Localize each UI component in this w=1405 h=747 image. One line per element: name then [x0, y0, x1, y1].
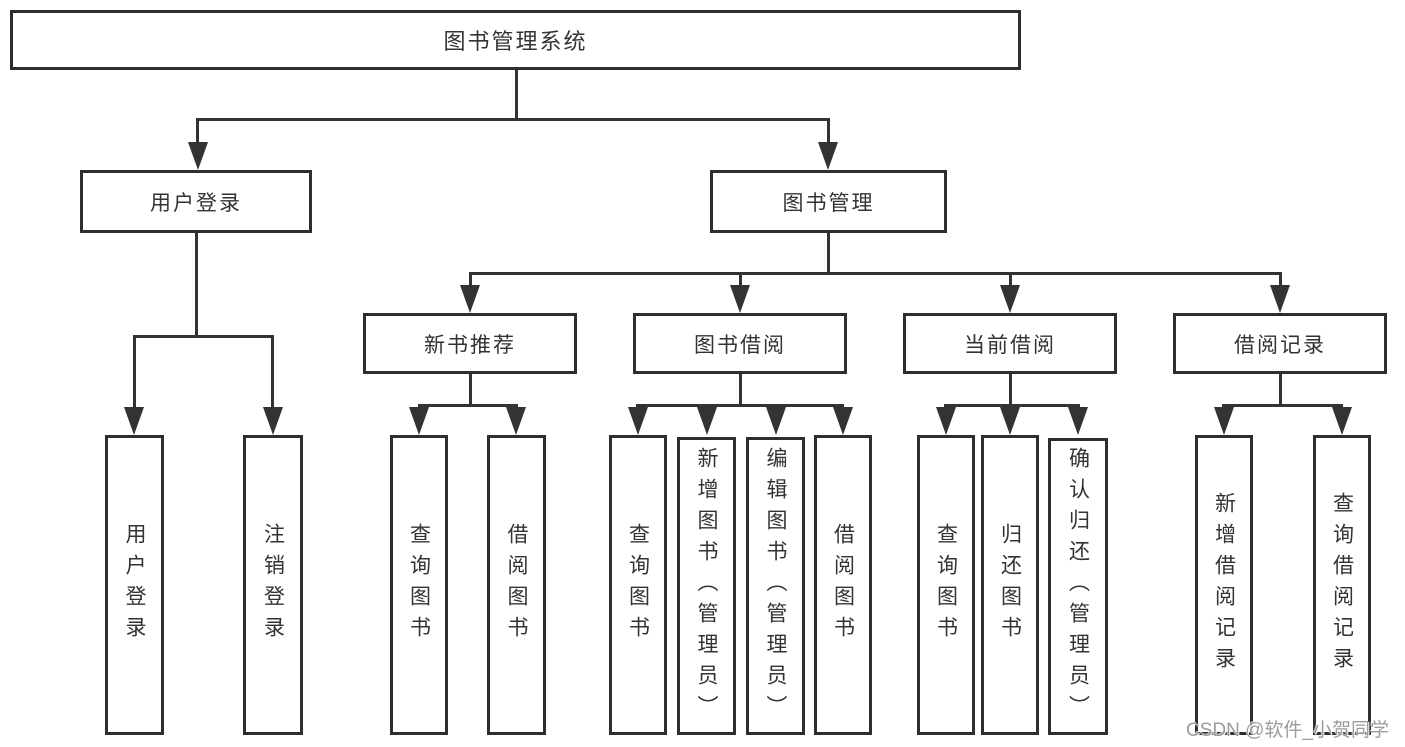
leaf-query-borrow-record-label: 查询借阅记录 — [1330, 492, 1354, 678]
leaf-logout-label: 注销登录 — [261, 523, 285, 647]
arrow-down-icon — [1270, 285, 1290, 313]
leaf-return-books-label: 归还图书 — [998, 523, 1022, 647]
connector-line — [1222, 404, 1343, 407]
leaf-query-books-current-label: 查询图书 — [934, 523, 958, 647]
connector-line — [739, 374, 742, 406]
connector-line — [133, 335, 274, 338]
node-book-management-label: 图书管理 — [782, 191, 875, 215]
leaf-borrow-books-recommend-label: 借阅图书 — [505, 523, 528, 647]
leaf-confirm-return-admin-label: 确认归还（管理员） — [1066, 447, 1090, 726]
connector-line — [636, 404, 844, 407]
connector-line — [196, 118, 830, 121]
node-user-login-label: 用户登录 — [150, 191, 242, 215]
leaf-query-books-borrow: 查询图书 — [609, 435, 667, 735]
connector-line — [196, 119, 199, 146]
connector-line — [1279, 374, 1282, 406]
arrow-down-icon — [124, 407, 144, 435]
leaf-add-books-admin-label: 新增图书（管理员） — [695, 446, 718, 726]
node-borrowing-records-label: 借阅记录 — [1234, 333, 1326, 357]
node-user-login: 用户登录 — [80, 170, 312, 233]
node-new-book-recommend-label: 新书推荐 — [424, 333, 516, 357]
connector-line — [271, 336, 274, 410]
leaf-query-borrow-record: 查询借阅记录 — [1313, 435, 1371, 735]
leaf-query-books-current: 查询图书 — [917, 435, 975, 735]
connector-line — [827, 119, 830, 146]
arrow-down-icon — [263, 407, 283, 435]
arrow-down-icon — [1068, 407, 1088, 435]
node-book-borrowing-label: 图书借阅 — [694, 333, 786, 357]
leaf-query-books-recommend: 查询图书 — [390, 435, 448, 735]
connector-line — [1279, 273, 1282, 289]
connector-line — [1009, 273, 1012, 289]
arrow-down-icon — [1214, 407, 1234, 435]
node-new-book-recommend: 新书推荐 — [363, 313, 577, 374]
node-borrowing-records: 借阅记录 — [1173, 313, 1387, 374]
connector-line — [418, 404, 518, 407]
arrow-down-icon — [1332, 407, 1352, 435]
node-root: 图书管理系统 — [10, 10, 1021, 70]
arrow-down-icon — [506, 407, 526, 435]
arrow-down-icon — [1000, 407, 1020, 435]
node-current-borrowing: 当前借阅 — [903, 313, 1117, 374]
arrow-down-icon — [697, 407, 717, 435]
node-root-label: 图书管理系统 — [443, 29, 588, 54]
arrow-down-icon — [188, 142, 208, 170]
arrow-down-icon — [936, 407, 956, 435]
connector-line — [515, 70, 518, 120]
connector-line — [469, 273, 472, 289]
node-book-borrowing: 图书借阅 — [633, 313, 847, 374]
leaf-user-login: 用户登录 — [105, 435, 164, 735]
arrow-down-icon — [730, 285, 750, 313]
leaf-query-books-recommend-label: 查询图书 — [407, 523, 431, 647]
node-current-borrowing-label: 当前借阅 — [964, 333, 1056, 357]
arrow-down-icon — [460, 285, 480, 313]
connector-line — [944, 404, 1080, 407]
leaf-edit-books-admin: 编辑图书（管理员） — [746, 437, 805, 735]
arrow-down-icon — [833, 407, 853, 435]
connector-line — [195, 233, 198, 337]
connector-line — [469, 374, 472, 406]
arrow-down-icon — [766, 407, 786, 435]
arrow-down-icon — [1000, 285, 1020, 313]
leaf-return-books: 归还图书 — [981, 435, 1039, 735]
connector-line — [469, 272, 1282, 275]
arrow-down-icon — [818, 142, 838, 170]
connector-line — [827, 233, 830, 274]
arrow-down-icon — [409, 407, 429, 435]
leaf-edit-books-admin-label: 编辑图书（管理员） — [764, 446, 787, 726]
leaf-query-books-borrow-label: 查询图书 — [626, 523, 650, 647]
leaf-logout: 注销登录 — [243, 435, 303, 735]
leaf-borrow-books-label: 借阅图书 — [831, 523, 855, 647]
node-book-management: 图书管理 — [710, 170, 947, 233]
leaf-confirm-return-admin: 确认归还（管理员） — [1048, 438, 1108, 735]
leaf-add-borrow-record-label: 新增借阅记录 — [1212, 492, 1236, 678]
arrow-down-icon — [628, 407, 648, 435]
csdn-watermark: CSDN @软件_小贺同学 — [1186, 720, 1389, 741]
leaf-user-login-label: 用户登录 — [123, 523, 146, 647]
connector-line — [133, 336, 136, 410]
leaf-add-borrow-record: 新增借阅记录 — [1195, 435, 1253, 735]
leaf-borrow-books-recommend: 借阅图书 — [487, 435, 546, 735]
leaf-borrow-books: 借阅图书 — [814, 435, 872, 735]
connector-line — [1009, 374, 1012, 406]
leaf-add-books-admin: 新增图书（管理员） — [677, 437, 736, 735]
connector-line — [739, 273, 742, 289]
